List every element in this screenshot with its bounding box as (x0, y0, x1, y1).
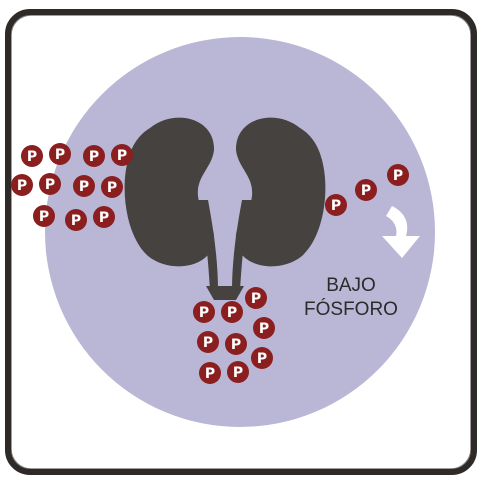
particle-letter: P (205, 366, 215, 382)
particle-letter: P (361, 183, 371, 199)
phosphorus-particle: P (11, 174, 33, 196)
phosphorus-particle: P (39, 173, 61, 195)
particle-letter: P (199, 305, 209, 321)
particle-letter: P (393, 168, 403, 184)
phosphorus-particle: P (253, 317, 275, 339)
particle-letter: P (99, 210, 109, 226)
phosphorus-particle: P (33, 205, 55, 227)
phosphorus-particle: P (227, 361, 249, 383)
particle-letter: P (251, 291, 261, 307)
particle-letter: P (233, 365, 243, 381)
particle-letter: P (203, 335, 213, 351)
phosphorus-particle: P (225, 333, 247, 355)
phosphorus-particle: P (93, 206, 115, 228)
particle-letter: P (17, 178, 27, 194)
particle-letter: P (257, 351, 267, 367)
phosphorus-particle: P (101, 176, 123, 198)
particle-letter: P (227, 305, 237, 321)
particle-letter: P (39, 209, 49, 225)
phosphorus-particle: P (251, 347, 273, 369)
phosphorus-particle: P (197, 331, 219, 353)
particle-letter: P (117, 148, 127, 164)
phosphorus-particle: P (111, 144, 133, 166)
particle-letter: P (45, 177, 55, 193)
phosphorus-particle: P (49, 143, 71, 165)
particle-letter: P (89, 149, 99, 165)
particle-letter: P (79, 179, 89, 195)
phosphorus-particle: P (221, 301, 243, 323)
phosphorus-particle: P (21, 145, 43, 167)
particle-letter: P (27, 149, 37, 165)
phosphorus-particle: P (83, 145, 105, 167)
particle-letter: P (331, 198, 341, 214)
phosphorus-particle: P (73, 175, 95, 197)
phosphorus-particle: P (325, 194, 347, 216)
phosphorus-particle: P (355, 179, 377, 201)
phosphorus-particle: P (199, 362, 221, 384)
caption-line-2: FÓSFORO (296, 298, 406, 322)
particle-letter: P (107, 180, 117, 196)
phosphorus-particle: P (387, 164, 409, 186)
particle-letter: P (55, 147, 65, 163)
particle-letter: P (71, 213, 81, 229)
phosphorus-particle: P (245, 287, 267, 309)
particle-letter: P (259, 321, 269, 337)
phosphorus-particle: P (193, 301, 215, 323)
particle-letter: P (231, 337, 241, 353)
phosphorus-particle: P (65, 209, 87, 231)
caption-line-1: BAJO (296, 274, 406, 298)
low-phosphorus-caption: BAJO FÓSFORO (296, 274, 406, 322)
